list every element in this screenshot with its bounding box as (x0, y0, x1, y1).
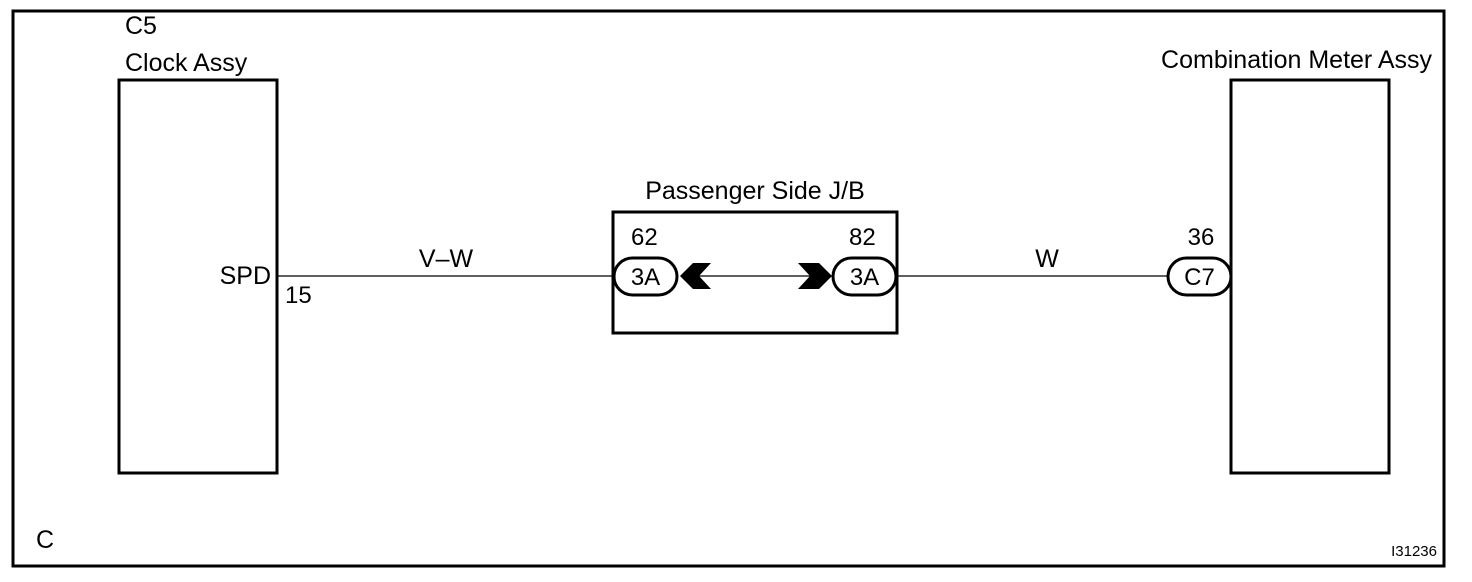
wire-left-color: V–W (419, 245, 474, 273)
junction-left-connector (612, 256, 679, 297)
junction-right-connector-label: 3A (850, 264, 879, 291)
junction-left-pin: 62 (631, 224, 658, 251)
corner-label: C (36, 526, 54, 554)
clock-terminal-name: SPD (220, 262, 271, 290)
junction-right-connector (831, 256, 898, 297)
left-chevron-arrow (680, 263, 711, 289)
meter-pin-number: 36 (1188, 224, 1215, 251)
meter-connector-label: C7 (1184, 264, 1215, 291)
clock-pin-number: 15 (285, 282, 312, 309)
right-chevron-arrow (798, 263, 832, 289)
meter-name: Combination Meter Assy (1161, 46, 1432, 74)
junction-right-pin: 82 (849, 224, 876, 251)
diagram-frame (11, 9, 1446, 568)
meter-connector (1166, 256, 1233, 297)
clock-code: C5 (125, 12, 157, 40)
clock-name: Clock Assy (125, 49, 248, 77)
figure-id: I31236 (1391, 543, 1437, 560)
wire-right-color: W (1035, 245, 1059, 273)
junction-block-name: Passenger Side J/B (645, 177, 865, 205)
junction-left-connector-label: 3A (631, 264, 660, 291)
combination-meter-box (1229, 78, 1391, 475)
